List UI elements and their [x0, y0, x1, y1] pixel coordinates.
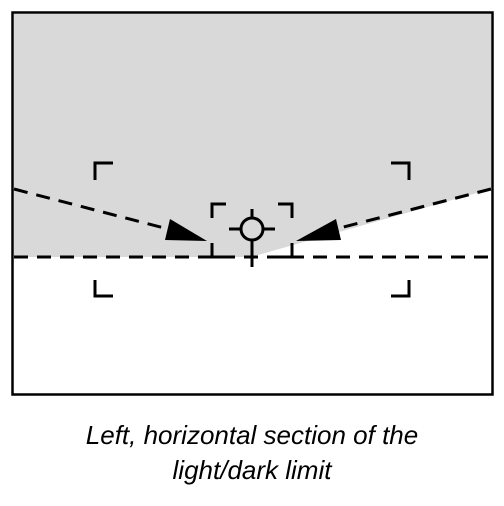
outer-corner-brackets	[93, 161, 411, 298]
caption-line-1: Left, horizontal section of the	[85, 420, 419, 450]
caption-line-2: light/dark limit	[172, 455, 332, 485]
right-arrowhead	[296, 219, 341, 241]
right-arrow-line	[335, 187, 492, 231]
dark-region	[14, 14, 491, 257]
crosshair-icon	[229, 209, 275, 267]
inner-corner-brackets	[210, 202, 294, 259]
left-arrowhead	[165, 219, 207, 241]
left-arrow-line	[13, 187, 169, 231]
outer-frame	[11, 11, 494, 396]
light-dark-limit-diagram	[11, 11, 494, 396]
figure-caption: Left, horizontal section of the light/da…	[0, 418, 504, 488]
